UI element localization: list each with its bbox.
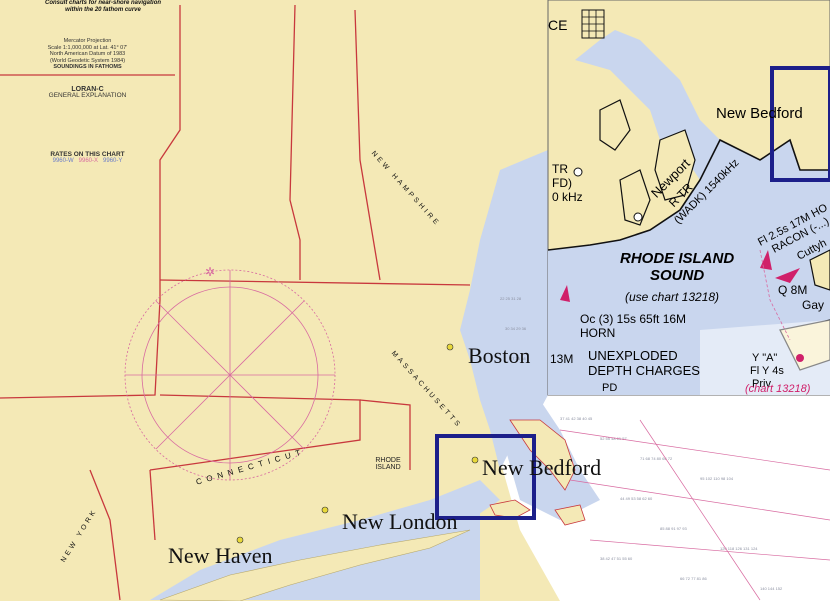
inset-pd-label: PD [602,382,618,394]
boston-dot [446,343,454,351]
header-notice: Consult charts for near-shore navigation… [45,0,161,14]
inset-fd-label: FD) [552,176,572,190]
inset-use-chart-label: (use chart 13218) [625,290,720,304]
inset-new-bedford-label: New Bedford [716,105,803,122]
rate-w: 9960-W [52,158,74,164]
new-bedford-highlight-box [435,434,536,520]
datum-label: North American Datum of 1983 [49,51,126,57]
inset-ya-label: Y "A" [752,352,778,364]
soundings-label: SOUNDINGS IN FATHOMS [53,64,122,70]
star-marker: ✲ [205,265,215,279]
chart-lines [559,419,830,601]
inset-khz-label: 0 kHz [552,190,583,204]
inset-gay-label: Gay [802,298,825,312]
svg-text:140 144 152: 140 144 152 [760,586,783,591]
inset-horn-label: HORN [580,326,616,340]
svg-text:95 102 110 98 104: 95 102 110 98 104 [700,476,734,481]
loran-title: LORAN-C [71,85,104,93]
nantucket [554,504,586,526]
svg-text:120 118 126 131 124: 120 118 126 131 124 [720,546,758,551]
light-flare-icon-3 [775,268,800,283]
new-london-dot [321,506,329,514]
svg-text:66 72 77 81 86: 66 72 77 81 86 [680,576,707,581]
svg-text:44 49 53 58 62 60: 44 49 53 58 62 60 [620,496,653,501]
city-label-new-bedford: New Bedford [482,455,602,480]
inset-new-bedford-box [770,66,830,182]
inset-panel [547,0,830,396]
inset-unexploded-line-1: UNEXPLODED [588,348,678,363]
rate-y: 9960-Y [103,158,123,164]
inset-light1-label: Oc (3) 15s 65ft 16M [580,312,687,326]
inset-ce-label: CE [548,17,568,33]
inset-q8m-label: Q 8M [778,283,808,297]
svg-text:27 33 38: 27 33 38 [510,356,526,361]
svg-text:71 68 74 80 66 72: 71 68 74 80 66 72 [640,456,673,461]
rates-title: RATES ON THIS CHART [50,150,125,158]
inset-sound-label: RHODE ISLAND SOUND [620,250,734,284]
svg-text:30 34 29 36: 30 34 29 36 [505,326,527,331]
soundings: 37 41 42 38 40 45 52 55 48 61 57 71 68 7… [500,296,783,591]
radio-tower-icon [573,167,583,177]
inset-chart-ref-label: (chart 13218) [745,383,811,395]
new-bedford-dot [471,456,479,464]
svg-text:52 55 48 61 57: 52 55 48 61 57 [600,436,627,441]
header-line-2: within the 20 fathom curve [65,7,141,13]
projection-label: Mercator Projection [63,38,112,44]
light-flare-icon [560,285,570,302]
datum2-label: (World Geodetic System 1984) [49,57,126,64]
scale-label: Scale 1:1,000,000 at Lat. 41° 07' [47,44,128,51]
inset-sound-line-2: SOUND [650,267,705,284]
svg-text:38 42 47 51 55 60: 38 42 47 51 55 60 [600,556,633,561]
coastal-water [460,150,548,470]
city-markers [236,343,479,544]
city-label-new-haven: New Haven [168,543,273,568]
city-label-new-london: New London [342,509,458,534]
inset-fly-label: Fl Y 4s [750,365,784,377]
svg-text:37 41 42 38 40 45: 37 41 42 38 40 45 [560,416,593,421]
rate-x: 9960-X [78,158,98,164]
inset-tr-label: TR [552,162,568,176]
ocean-water [180,500,480,600]
compass-rose [124,269,336,481]
inset-13m-label: 13M [550,352,574,366]
svg-text:22 25 31 28: 22 25 31 28 [500,296,522,301]
inset-priv-label: Priv [752,378,771,390]
marthas-vineyard [489,499,531,519]
state-boundaries [0,4,471,601]
inset-sound-line-1: RHODE ISLAND [620,250,735,267]
svg-text:85 88 91 97 93: 85 88 91 97 93 [660,526,687,531]
long-island-sound [150,480,500,600]
long-island [159,529,471,601]
general-explanation: GENERAL EXPLANATION [48,92,127,99]
inset-unexploded-label: UNEXPLODED DEPTH CHARGES [588,348,700,378]
inset-unexploded-line-2: DEPTH CHARGES [588,363,700,378]
new-haven-dot [236,536,244,544]
header-line-1: Consult charts for near-shore navigation [45,0,162,6]
legend-block: Mercator Projection Scale 1:1,000,000 at… [10,38,165,165]
buoy-icon [796,354,804,362]
radio-tower-icon-2 [633,212,643,222]
city-label-boston: Boston [468,343,531,368]
state-label-rhode-island: RHODE ISLAND [375,457,401,471]
